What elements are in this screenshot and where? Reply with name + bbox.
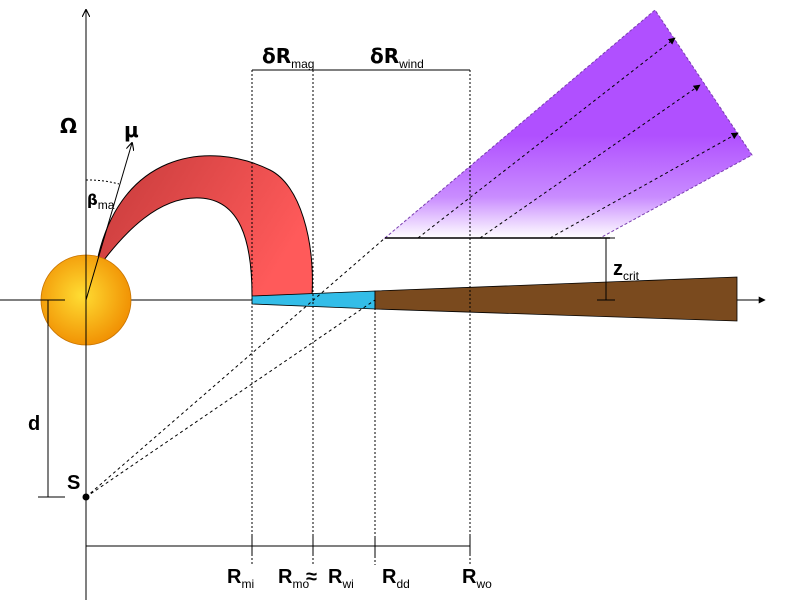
sight-lines (85, 237, 386, 498)
delta-r-mag-label: δRmag (262, 44, 314, 71)
s-label: S (67, 472, 80, 494)
radius-scale (86, 536, 471, 556)
z-crit-label: zcrit (613, 258, 640, 283)
radius-markers (251, 70, 471, 565)
r-wo-label: Rwo (462, 566, 492, 591)
d-label: d (28, 413, 40, 435)
mu-label: μ (124, 118, 139, 142)
source-point (82, 493, 90, 501)
beta-label: βma (87, 191, 115, 212)
r-mo-label: Rmo (278, 566, 309, 591)
z-crit-bracket (597, 237, 615, 301)
magnetosphere-arc (94, 155, 313, 297)
r-wi-label: Rwi (328, 566, 354, 591)
beta-angle-arc (85, 179, 120, 185)
d-bracket (38, 299, 65, 498)
r-dd-label: Rdd (382, 566, 410, 591)
disk-wind-cone (383, 9, 753, 239)
r-mi-label: Rmi (227, 566, 254, 591)
omega-label: Ω (60, 114, 77, 138)
wind-streamlines (417, 37, 739, 239)
delta-r-wind-label: δRwind (370, 44, 424, 71)
mu-arrow (85, 143, 132, 301)
approx-label: ≈ (306, 566, 317, 588)
outer-disk (374, 276, 738, 322)
